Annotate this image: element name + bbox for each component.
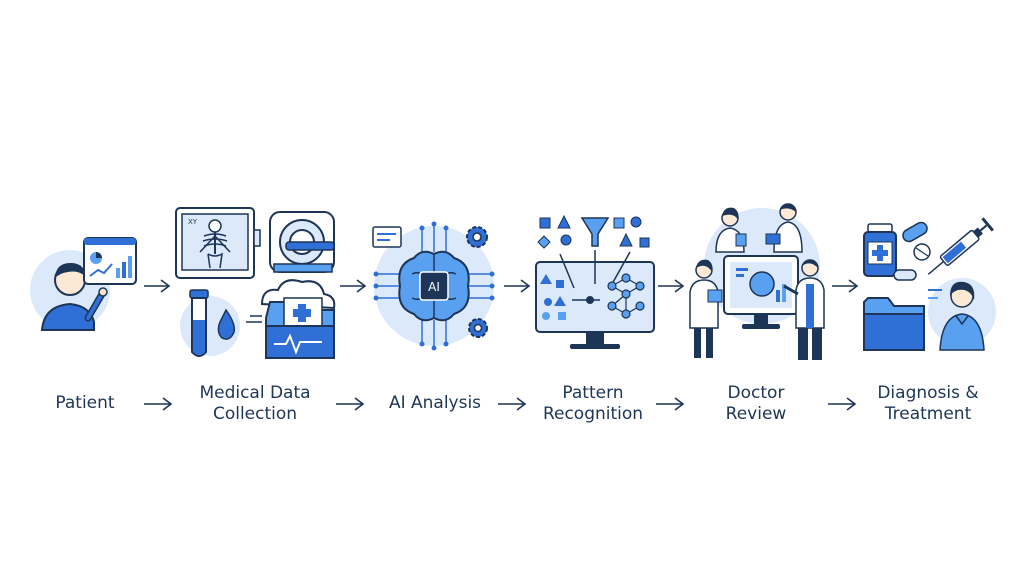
- medicine-bottle-icon: [863, 223, 897, 277]
- patient-avatar-icon: [939, 281, 985, 351]
- cloud-folder-icon: [246, 279, 336, 359]
- data-collection-icon: XY: [175, 207, 336, 359]
- label-line: AI Analysis: [388, 393, 482, 413]
- arrow-icon: [498, 397, 527, 411]
- label-line: Doctor: [727, 383, 785, 403]
- arrow-icon: [144, 279, 171, 293]
- ai-chip-label: AI: [428, 280, 440, 294]
- arrow-icon: [658, 279, 685, 293]
- label-line: Patient: [55, 393, 115, 413]
- doctor-review-icon: [689, 203, 825, 360]
- mri-scanner-icon: [269, 211, 335, 273]
- arrow-icon: [832, 279, 859, 293]
- gear-icon-secondary: [468, 318, 488, 338]
- syringe-icon: [927, 217, 994, 275]
- arrow-icon: [828, 397, 857, 411]
- xray-icon: XY: [175, 207, 261, 279]
- patient-icon: [30, 237, 137, 331]
- diagnosis-treatment-icon: [863, 217, 996, 351]
- label-line: Review: [725, 404, 787, 424]
- label-line: Pattern: [562, 383, 624, 403]
- arrow-icon: [656, 397, 685, 411]
- step-label-ai-analysis: AI Analysis: [375, 393, 495, 414]
- gear-icon: [466, 226, 488, 248]
- label-line: Treatment: [884, 404, 972, 424]
- ai-brain-icon: AI: [373, 221, 495, 351]
- xray-label: XY: [188, 218, 198, 226]
- arrow-icon: [504, 279, 531, 293]
- test-tube-icon: [180, 289, 240, 357]
- step-label-doctor-review: Doctor Review: [706, 383, 806, 425]
- step-label-pattern-recognition: Pattern Recognition: [528, 383, 658, 425]
- label-line: Diagnosis &: [877, 383, 979, 403]
- label-line: Collection: [212, 404, 298, 424]
- arrow-icon: [340, 279, 367, 293]
- arrow-icon: [336, 397, 365, 411]
- arrow-icon: [144, 397, 173, 411]
- step-label-patient: Patient: [40, 393, 130, 414]
- step-label-diagnosis-treatment: Diagnosis & Treatment: [862, 383, 994, 425]
- folder-icon: [863, 297, 925, 351]
- pills-icon: [893, 221, 931, 281]
- pattern-recognition-icon: [535, 214, 655, 349]
- ai-panel-left-icon: [372, 226, 402, 248]
- label-line: Recognition: [542, 404, 644, 424]
- label-line: Medical Data: [199, 383, 311, 403]
- step-label-data-collection: Medical Data Collection: [180, 383, 330, 425]
